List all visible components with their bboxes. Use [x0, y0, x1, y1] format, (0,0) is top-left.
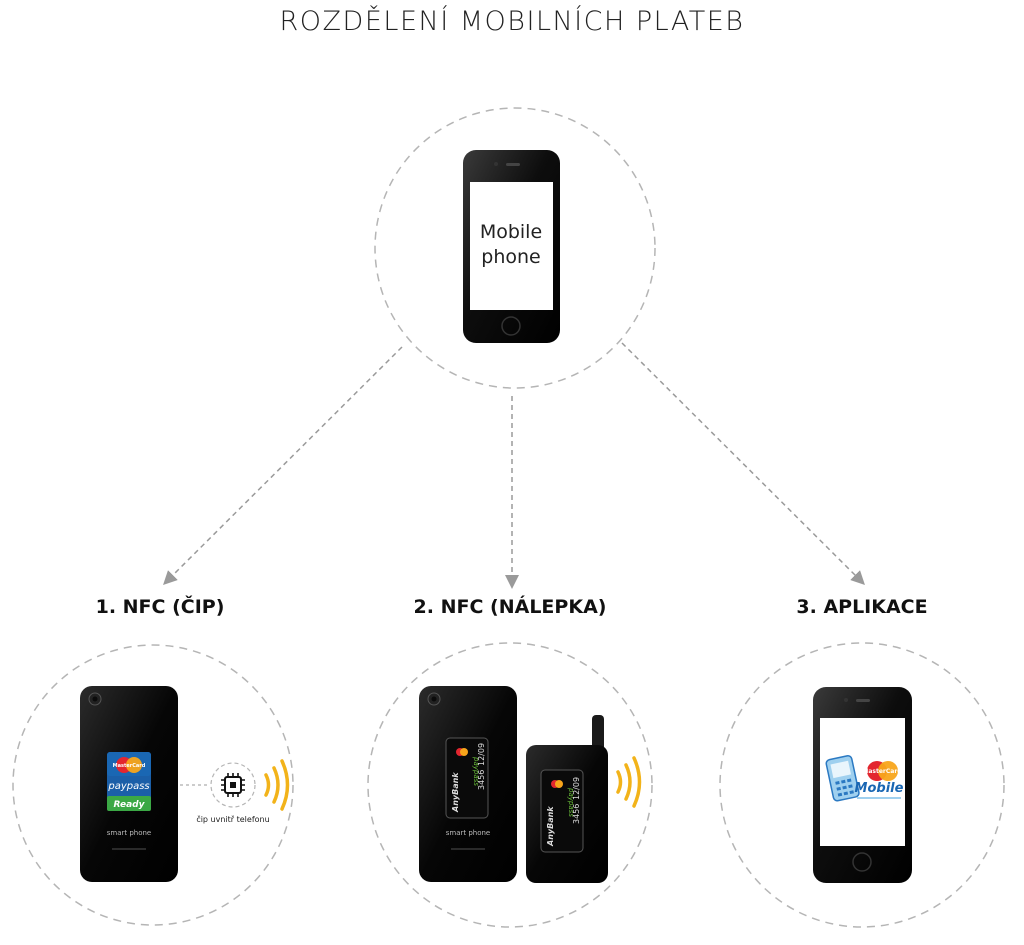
app-name-text: Mobile: [855, 781, 904, 796]
center-screen-line1: Mobile: [480, 221, 542, 243]
center-screen-line2: phone: [481, 246, 540, 268]
reader-sticker-number: 3456: [572, 804, 581, 824]
sticker-number: 3456: [477, 770, 486, 790]
center-phone: Mobile phone: [463, 150, 560, 343]
badge-mid-text: paypass: [107, 781, 149, 792]
nfc-sticker-phone-caption: smart phone: [446, 829, 491, 837]
mastercard-paypass-ready-badge: MasterCard paypass Ready: [107, 752, 151, 811]
arrow-to-nfc-chip: [168, 347, 402, 580]
chip-caption: čip uvnitř telefonu: [196, 814, 269, 824]
nfc-waves-icon: [618, 758, 640, 806]
section-label-nfc-sticker: 2. NFC (NÁLEPKA): [360, 596, 660, 618]
arrow-to-app: [622, 343, 860, 580]
nfc-chip-phone-caption: smart phone: [107, 829, 152, 837]
section-label-app: 3. APLIKACE: [712, 596, 1012, 618]
sticker-date: 12/09: [477, 743, 486, 766]
sticker-bank: AnyBank: [451, 772, 460, 813]
badge-top-text: MasterCard: [113, 763, 146, 769]
nfc-reader-device: paypass AnyBank 3456 12/09: [526, 715, 608, 883]
section-label-nfc-chip: 1. NFC (ČIP): [10, 596, 310, 618]
badge-bottom-text: Ready: [114, 800, 146, 810]
paypass-sticker: paypass AnyBank 3456 12/09: [446, 738, 488, 818]
app-brand-text: MasterCard: [862, 768, 901, 775]
chip-icon: [211, 763, 255, 807]
reader-sticker-bank: AnyBank: [546, 806, 555, 847]
reader-sticker-date: 12/09: [572, 777, 581, 800]
nfc-waves-icon: [266, 761, 288, 809]
